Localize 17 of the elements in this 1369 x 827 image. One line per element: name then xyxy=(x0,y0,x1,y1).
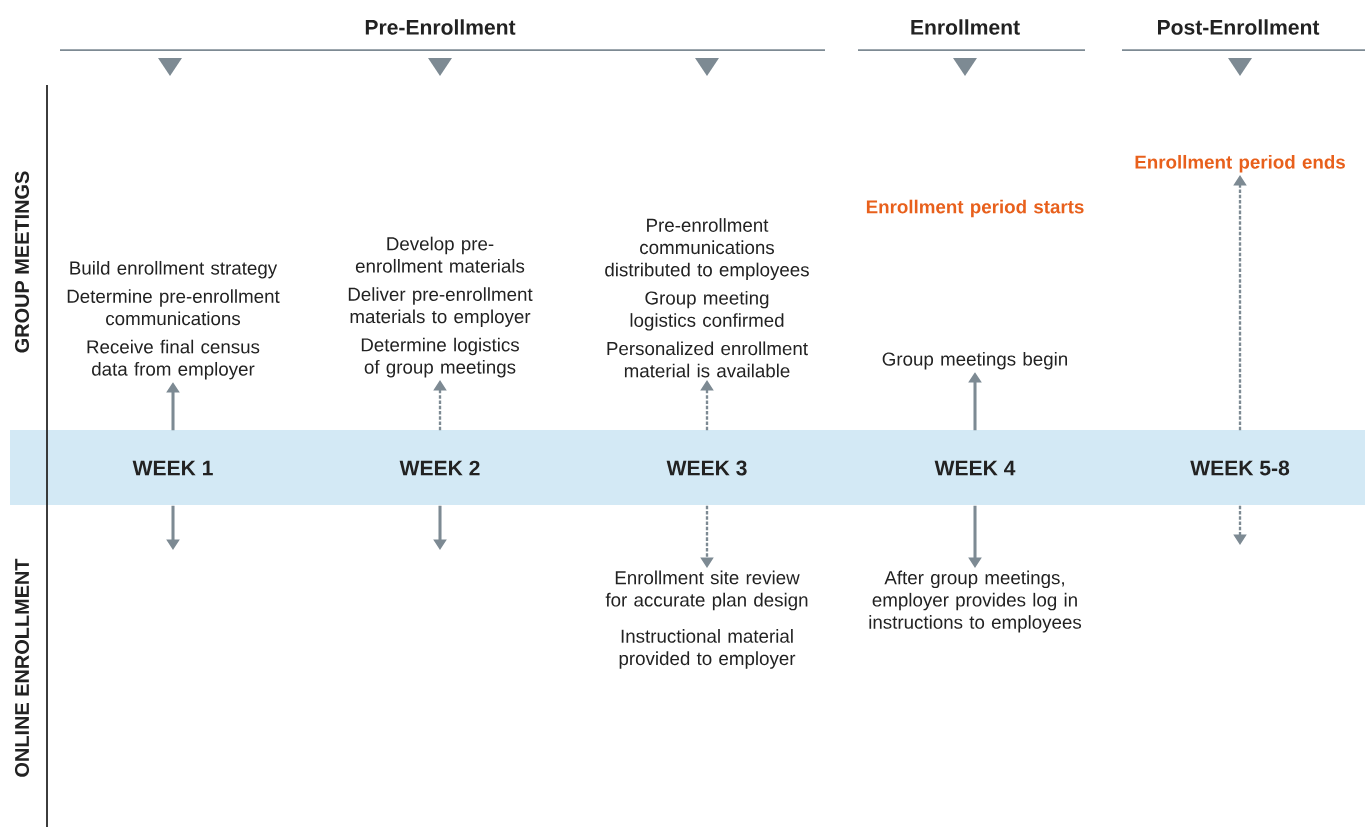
phase-heading: Enrollment xyxy=(911,19,1020,35)
week-label: WEEK 5-8 xyxy=(1190,460,1290,476)
week-label: WEEK 1 xyxy=(132,460,213,476)
week-label: WEEK 3 xyxy=(666,460,747,476)
step-text: Enrollment period ends xyxy=(1135,154,1345,173)
side-label: GROUP MEETINGS xyxy=(14,171,30,353)
week-label: WEEK 4 xyxy=(934,460,1016,476)
step-text: After group meetings, employer provides log in instructions to employees xyxy=(869,570,1082,633)
phase-heading: Post-Enrollment xyxy=(1158,19,1320,35)
step-text: Develop pre-enrollment materials Deliver pre-enrollment materials to employer Determine logistics of group meetings xyxy=(348,236,533,378)
phase-heading: Pre-Enrollment xyxy=(365,19,516,35)
step-text: Enrollment site review for accurate plan design Instructional material provided to employer xyxy=(605,570,808,669)
step-text: Pre-enrollment communications distributed to employees Group meeting logistics confirmed Personalized enrollment material is available xyxy=(605,218,809,378)
week-label: WEEK 2 xyxy=(399,460,480,476)
step-text: Enrollment period starts Group meetings begin xyxy=(866,199,1084,370)
step-text: Build enrollment strategy Determine pre-enrollment communications Receive final census data from employer xyxy=(67,260,280,380)
side-label: ONLINE ENROLLMENT xyxy=(14,558,30,777)
